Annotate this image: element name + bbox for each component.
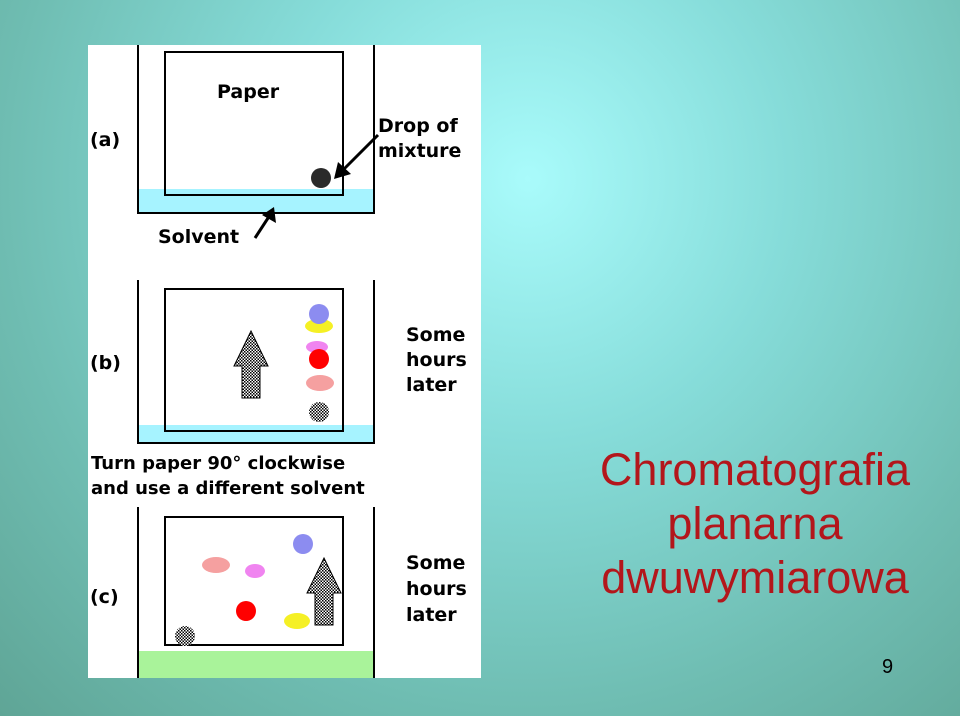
spot-grey-b (309, 402, 329, 422)
chromatography-figure: (a) Paper Drop of mixture Solvent (b) So… (88, 45, 481, 678)
panel-a: (a) Paper Drop of mixture Solvent (90, 45, 461, 248)
paper-label: Paper (217, 81, 280, 103)
time-c-line1: Some (406, 552, 465, 574)
paper-b (164, 288, 344, 432)
time-b-line3: later (406, 374, 457, 396)
solvent-layer-c (138, 651, 374, 678)
time-b-line2: hours (406, 349, 467, 371)
spot-yellow-b (305, 319, 333, 333)
solvent-layer-b (138, 425, 374, 443)
time-c-line2: hours (406, 578, 467, 600)
solvent-arrow-head (262, 207, 276, 223)
spot-blue-b (309, 304, 329, 324)
tank-c (137, 507, 375, 678)
solvent-arrow (253, 214, 272, 239)
drop-arrow (341, 133, 380, 172)
slide-title-line2: planarna (667, 498, 843, 549)
tank-b (137, 280, 375, 444)
drop-arrow-head (334, 162, 351, 179)
spot-salmon-c (202, 557, 230, 573)
spot-grey-c (175, 626, 195, 646)
tank-a (137, 45, 375, 214)
spot-pink-c (245, 564, 265, 578)
time-c-line3: later (406, 604, 457, 626)
solvent-label: Solvent (158, 226, 239, 248)
panel-a-label: (a) (90, 129, 120, 151)
time-b-line1: Some (406, 324, 465, 346)
drop-label-line2: mixture (378, 140, 461, 162)
slide-title-line3: dwuwymiarowa (601, 552, 909, 603)
panel-c-label: (c) (90, 586, 119, 608)
instruction-line2: and use a different solvent (91, 478, 365, 499)
spot-salmon-b (306, 375, 334, 391)
spot-yellow-c (284, 613, 310, 629)
spot-red-c (236, 601, 256, 621)
panel-b: (b) Some hours later (90, 280, 467, 444)
instruction-line1: Turn paper 90° clockwise (91, 453, 345, 474)
spot-red-b (309, 349, 329, 369)
solvent-direction-arrow-c (306, 556, 342, 626)
slide-title: Chromatografia planarna dwuwymiarowa (560, 443, 950, 605)
panel-b-label: (b) (90, 352, 121, 374)
mixture-drop (311, 168, 331, 188)
spot-blue-c (293, 534, 313, 554)
page-number: 9 (882, 656, 894, 678)
solvent-layer-a (138, 189, 374, 213)
panel-c: (c) Some hours later (90, 507, 467, 678)
slide-title-line1: Chromatografia (599, 444, 911, 495)
paper-a (164, 51, 344, 196)
drop-label-line1: Drop of (378, 115, 458, 137)
paper-c (164, 516, 344, 646)
solvent-direction-arrow-b (233, 329, 269, 399)
